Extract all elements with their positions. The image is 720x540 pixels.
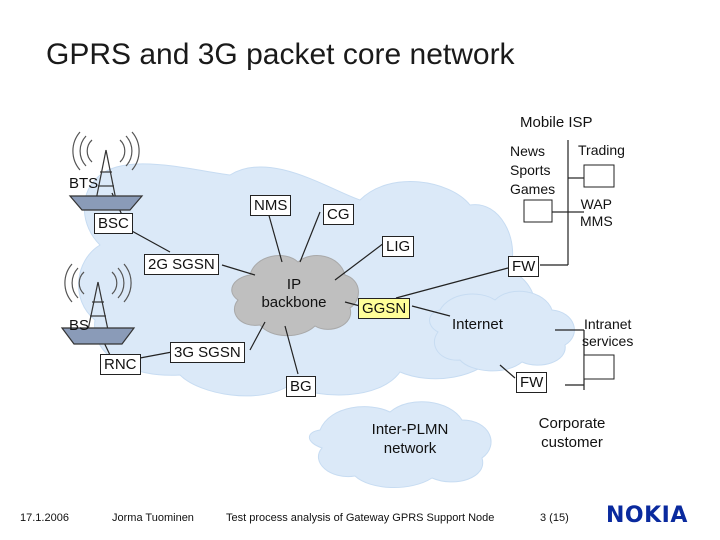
fw-top-node: FW — [508, 256, 540, 277]
rnc-node: RNC — [100, 354, 141, 375]
link-2gsgsn-backbone — [221, 264, 256, 276]
mms-label: MMS — [580, 213, 613, 229]
trading-host — [583, 164, 615, 188]
customer-label: customer — [541, 434, 603, 451]
sgsn-3g-node: 3G SGSN — [170, 342, 245, 363]
slide-title: GPRS and 3G packet core network — [46, 38, 515, 71]
ip-label: IP — [286, 276, 302, 293]
link-rnc-3gsgsn — [139, 351, 173, 359]
corporate-customer-label: Corporate customer — [526, 414, 618, 452]
mobile-isp-label: Mobile ISP — [520, 114, 593, 131]
news-label: News — [510, 143, 546, 159]
footer-topic: Test process analysis of Gateway GPRS Su… — [226, 512, 495, 524]
cg-node: CG — [323, 204, 354, 225]
sgsn-2g-node: 2G SGSN — [144, 254, 219, 275]
sports-label: Sports — [510, 162, 551, 178]
corporate-label: Corporate — [538, 415, 606, 432]
services-label: services — [582, 333, 634, 349]
lig-node: LIG — [382, 236, 415, 257]
backbone-label: backbone — [261, 294, 327, 311]
link-bsc-2gsgsn — [129, 229, 171, 253]
link-lig-backbone — [334, 239, 389, 281]
footer-page-number: 3 (15) — [540, 512, 569, 524]
bts-antenna-icon — [68, 131, 144, 211]
ip-backbone-cloud — [231, 255, 359, 337]
intranet-host — [583, 354, 615, 380]
inter-plmn-line2: network — [383, 440, 437, 457]
inter-plmn-cloud — [308, 401, 492, 488]
intranet-services-label: Intranet services — [582, 316, 633, 350]
fw-bottom-node: FW — [516, 372, 548, 393]
nms-node: NMS — [250, 195, 292, 216]
ip-backbone-label: IP backbone — [252, 276, 336, 312]
inter-plmn-line1: Inter-PLMN — [371, 421, 449, 438]
ggsn-node: GGSN — [358, 298, 411, 319]
games-label: Games — [510, 181, 556, 197]
bg-node: BG — [286, 376, 316, 397]
intranet-label: Intranet — [583, 316, 632, 332]
link-3gsgsn-backbone — [249, 321, 266, 351]
link-ggsn-fw — [395, 267, 509, 299]
trading-label: Trading — [578, 142, 625, 158]
bsc-node: BSC — [94, 213, 133, 234]
footer-date: 17.1.2006 — [20, 512, 69, 524]
inter-plmn-label: Inter-PLMN network — [355, 420, 465, 458]
news-host — [523, 199, 553, 223]
link-bg-backbone — [284, 325, 299, 375]
link-internet-fw2 — [499, 364, 516, 379]
link-nms-backbone — [267, 211, 283, 263]
link-backbone-ggsn — [344, 301, 361, 307]
internet-label: Internet — [452, 316, 503, 333]
bs-label: BS — [69, 317, 90, 334]
link-cg-backbone — [299, 211, 321, 263]
bs-antenna-icon — [60, 263, 136, 345]
wap-mms-label: WAP MMS — [580, 196, 613, 230]
wap-label: WAP — [580, 196, 613, 212]
bts-label: BTS — [69, 175, 99, 192]
internet-cloud — [429, 290, 575, 372]
news-sports-games-label: News Sports Games — [510, 142, 555, 199]
footer-author: Jorma Tuominen — [112, 512, 194, 524]
link-ggsn-internet — [411, 305, 451, 317]
nokia-logo: NOKIA — [606, 503, 688, 528]
